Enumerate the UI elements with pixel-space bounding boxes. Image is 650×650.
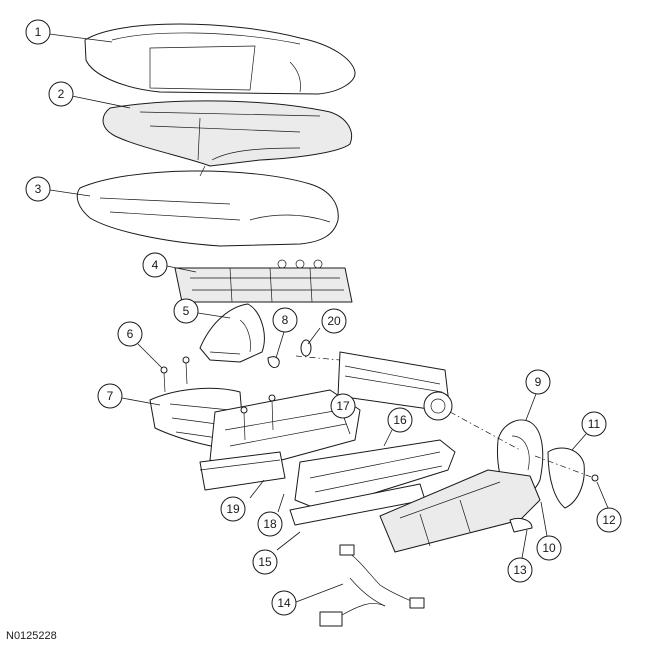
callout-number: 6 bbox=[127, 327, 134, 341]
figure-reference-code: N0125228 bbox=[6, 630, 57, 642]
part-seat-back-frame bbox=[337, 351, 453, 421]
part-suspension-mat bbox=[174, 259, 353, 303]
callout-number: 13 bbox=[513, 563, 527, 577]
callout-number: 9 bbox=[535, 375, 542, 389]
part-screws bbox=[160, 356, 276, 441]
callout-16: 16 bbox=[387, 407, 413, 433]
callout-10: 10 bbox=[536, 535, 562, 561]
callout-19: 19 bbox=[220, 496, 246, 522]
callout-number: 1 bbox=[35, 25, 42, 39]
alignment-lines bbox=[295, 355, 595, 479]
part-rear-cover bbox=[547, 447, 585, 509]
callout-number: 5 bbox=[183, 304, 190, 318]
part-cushion-pad bbox=[102, 100, 353, 167]
callout-6: 6 bbox=[117, 321, 143, 347]
callout-3: 3 bbox=[25, 176, 51, 202]
callout-number: 10 bbox=[542, 541, 556, 555]
callout-5: 5 bbox=[173, 298, 199, 324]
callout-12: 12 bbox=[596, 507, 622, 533]
part-cushion-foam bbox=[76, 165, 339, 247]
callout-number: 16 bbox=[393, 413, 407, 427]
callout-number: 7 bbox=[107, 389, 114, 403]
part-screw-12 bbox=[591, 474, 599, 482]
part-side-shield bbox=[379, 469, 541, 553]
callout-15: 15 bbox=[252, 549, 278, 575]
callout-number: 12 bbox=[602, 513, 616, 527]
callout-number: 3 bbox=[35, 182, 42, 196]
callout-number: 8 bbox=[282, 313, 289, 327]
callout-18: 18 bbox=[257, 511, 283, 537]
callout-14: 14 bbox=[271, 590, 297, 616]
part-cushion-cover bbox=[84, 23, 356, 95]
callout-20: 20 bbox=[321, 308, 347, 334]
part-clip bbox=[267, 356, 280, 369]
callout-number: 20 bbox=[327, 314, 341, 328]
part-wiring-harness bbox=[319, 544, 425, 627]
part-trim-bracket bbox=[199, 303, 265, 363]
callout-9: 9 bbox=[525, 369, 551, 395]
callout-number: 18 bbox=[263, 517, 277, 531]
callout-number: 11 bbox=[588, 417, 601, 431]
callout-number: 14 bbox=[277, 596, 291, 610]
callout-17: 17 bbox=[330, 393, 356, 419]
callout-8: 8 bbox=[272, 307, 298, 333]
callout-number: 17 bbox=[336, 399, 350, 413]
callout-number: 4 bbox=[152, 258, 159, 272]
callout-2: 2 bbox=[48, 81, 74, 107]
callout-1: 1 bbox=[25, 19, 51, 45]
callout-number: 19 bbox=[226, 502, 240, 516]
part-shield-cover bbox=[509, 517, 533, 533]
callout-13: 13 bbox=[507, 557, 533, 583]
leader-lines bbox=[48, 33, 609, 603]
callout-7: 7 bbox=[97, 383, 123, 409]
callout-number: 2 bbox=[58, 87, 65, 101]
callout-11: 11 bbox=[581, 411, 607, 437]
callout-4: 4 bbox=[142, 252, 168, 278]
callout-number: 15 bbox=[258, 555, 272, 569]
